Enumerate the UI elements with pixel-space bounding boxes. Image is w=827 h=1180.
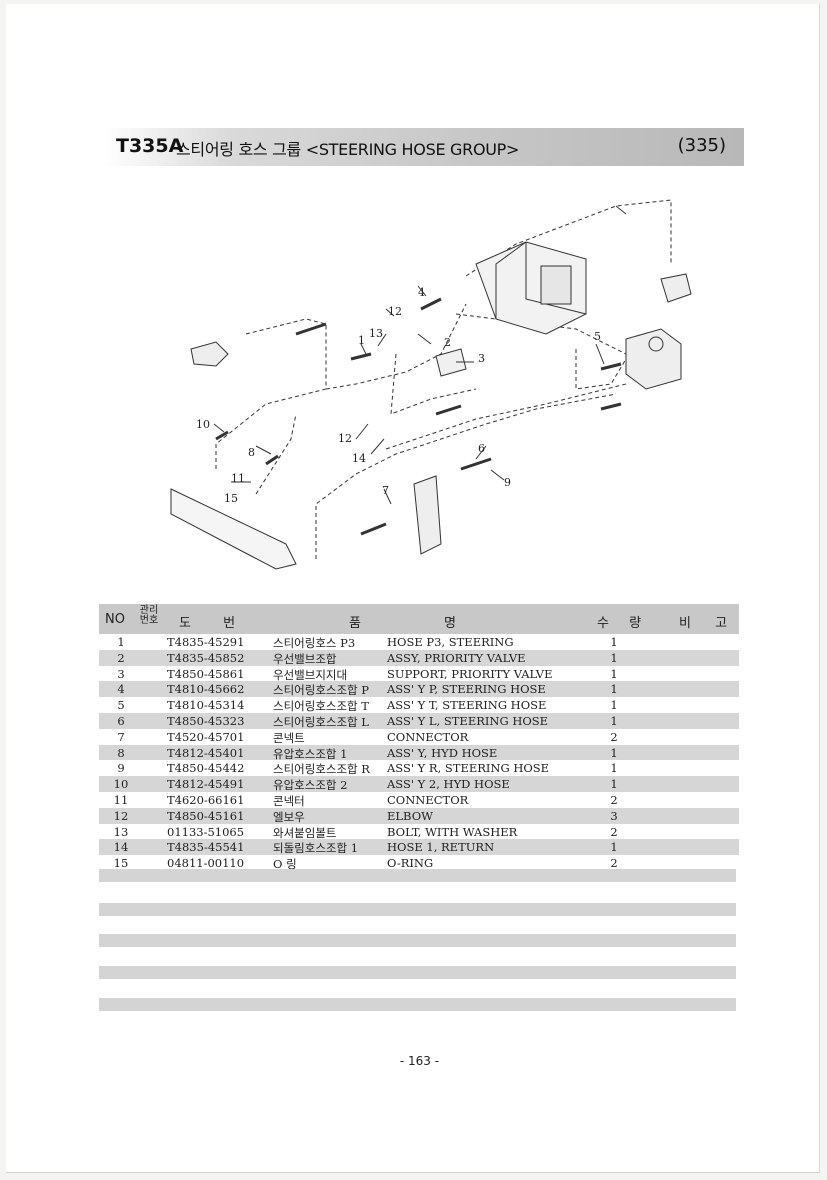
empty-row-stripe <box>99 903 736 916</box>
callout-2: 2 <box>444 336 451 349</box>
col-name-a: 품 <box>349 616 361 631</box>
page-number: - 163 - <box>399 1054 440 1068</box>
empty-row-stripe <box>99 966 736 979</box>
col-no: NO <box>105 612 125 627</box>
parts-table-header: NO 관리번호 도 번 품 명 수 량 비 고 <box>99 604 739 634</box>
callout-11: 11 <box>231 472 245 485</box>
manual-page: T335A 스티어링 호스 그룹 <STEERING HOSE GROUP> (… <box>6 4 820 1173</box>
callout-1: 1 <box>358 334 365 347</box>
empty-row-stripe <box>99 998 736 1011</box>
callout-8: 8 <box>248 446 255 459</box>
callout-15: 15 <box>224 492 238 505</box>
steering-hose-diagram: 1 2 3 4 5 6 7 8 9 10 11 12 12 13 14 15 <box>170 199 692 570</box>
callout-9: 9 <box>504 476 511 489</box>
col-remark: 비 고 <box>679 616 738 631</box>
section-title-bar: T335A 스티어링 호스 그룹 <STEERING HOSE GROUP> (… <box>104 128 744 166</box>
callout-4: 4 <box>418 286 425 299</box>
callout-12-top: 12 <box>388 305 402 318</box>
callout-7: 7 <box>382 484 389 497</box>
col-qty: 수 량 <box>597 616 650 631</box>
callout-5: 5 <box>594 330 601 343</box>
callout-12-lower: 12 <box>338 432 352 445</box>
empty-row-stripe <box>99 934 736 947</box>
callout-13: 13 <box>369 327 383 340</box>
section-page-ref: (335) <box>677 135 726 156</box>
callout-3: 3 <box>478 352 485 365</box>
col-name-b: 명 <box>444 616 456 631</box>
section-title: 스티어링 호스 그룹 <STEERING HOSE GROUP> <box>176 140 520 159</box>
col-mgmt-no: 관리번호 <box>139 605 159 626</box>
callout-14: 14 <box>352 452 366 465</box>
col-drawing-no: 도 번 <box>179 616 250 631</box>
empty-row-stripe <box>99 869 736 882</box>
diagram-callouts: 1 2 3 4 5 6 7 8 9 10 11 12 12 13 14 15 <box>196 286 601 505</box>
section-code: T335A <box>116 135 184 157</box>
callout-6: 6 <box>478 442 485 455</box>
callout-10: 10 <box>196 418 210 431</box>
